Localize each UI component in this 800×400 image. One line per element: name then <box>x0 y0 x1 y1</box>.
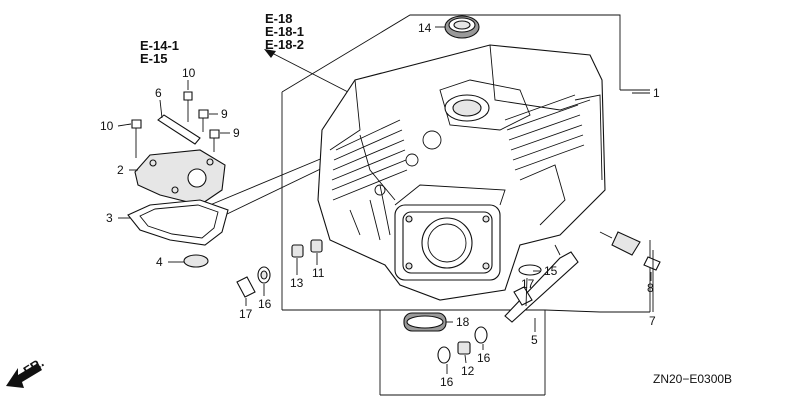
reference-arrow <box>264 49 349 93</box>
callout-16-right: 16 <box>477 351 491 365</box>
o-ring-15 <box>518 264 542 276</box>
breather-plate <box>157 114 201 145</box>
callout-17-right: 17 <box>521 277 535 291</box>
oil-switch-7 <box>599 231 641 256</box>
ref-e15: E-15 <box>140 51 167 66</box>
leader-lines <box>117 80 654 374</box>
callout-2: 2 <box>117 163 124 177</box>
callout-4: 4 <box>156 255 163 269</box>
dowel-13 <box>291 244 304 258</box>
breather-cover <box>134 149 226 206</box>
bolts-9 <box>198 109 220 152</box>
callout-13: 13 <box>290 276 304 290</box>
callout-6: 6 <box>155 86 162 100</box>
callout-16-left: 16 <box>258 297 272 311</box>
ref-e14-1: E-14-1 <box>140 38 179 53</box>
callout-10-top: 10 <box>182 66 196 80</box>
oil-seal-top <box>444 15 480 39</box>
callout-3: 3 <box>106 211 113 225</box>
callout-18: 18 <box>456 315 470 329</box>
front-direction-arrow-icon: FR. <box>6 355 46 388</box>
assembly-boundary <box>209 14 651 396</box>
callout-9-bottom: 9 <box>233 126 240 140</box>
callout-12: 12 <box>461 364 475 378</box>
callout-9-top: 9 <box>221 107 228 121</box>
callout-7: 7 <box>649 314 656 328</box>
diagram-code: ZN20−E0300B <box>653 372 732 386</box>
clip-17-right <box>513 286 533 306</box>
callout-14: 14 <box>418 21 432 35</box>
callout-1: 1 <box>653 86 660 100</box>
ref-e18: E-18 <box>265 11 292 26</box>
bolts-10 <box>131 91 193 158</box>
washer-16-bottom <box>437 346 451 364</box>
terminal-8 <box>643 256 661 271</box>
breather-gasket <box>127 199 229 246</box>
callout-17-left: 17 <box>239 307 253 321</box>
cylinder-block <box>317 44 606 301</box>
callout-11: 11 <box>312 266 325 280</box>
callout-5: 5 <box>531 333 538 347</box>
dowel-11 <box>310 239 323 253</box>
callout-16-bottom: 16 <box>440 375 454 389</box>
washer-16-right <box>474 326 488 344</box>
dowel-12 <box>457 341 471 355</box>
callout-15: 15 <box>544 264 558 278</box>
callout-10-left: 10 <box>100 119 114 133</box>
plug-4 <box>183 254 209 268</box>
bearing-18 <box>403 312 447 332</box>
callout-8: 8 <box>647 281 654 295</box>
clip-17-left <box>236 276 256 298</box>
washer-16-left <box>257 266 271 284</box>
ref-e18-1: E-18-1 <box>265 24 304 39</box>
ref-e18-2: E-18-2 <box>265 37 304 52</box>
